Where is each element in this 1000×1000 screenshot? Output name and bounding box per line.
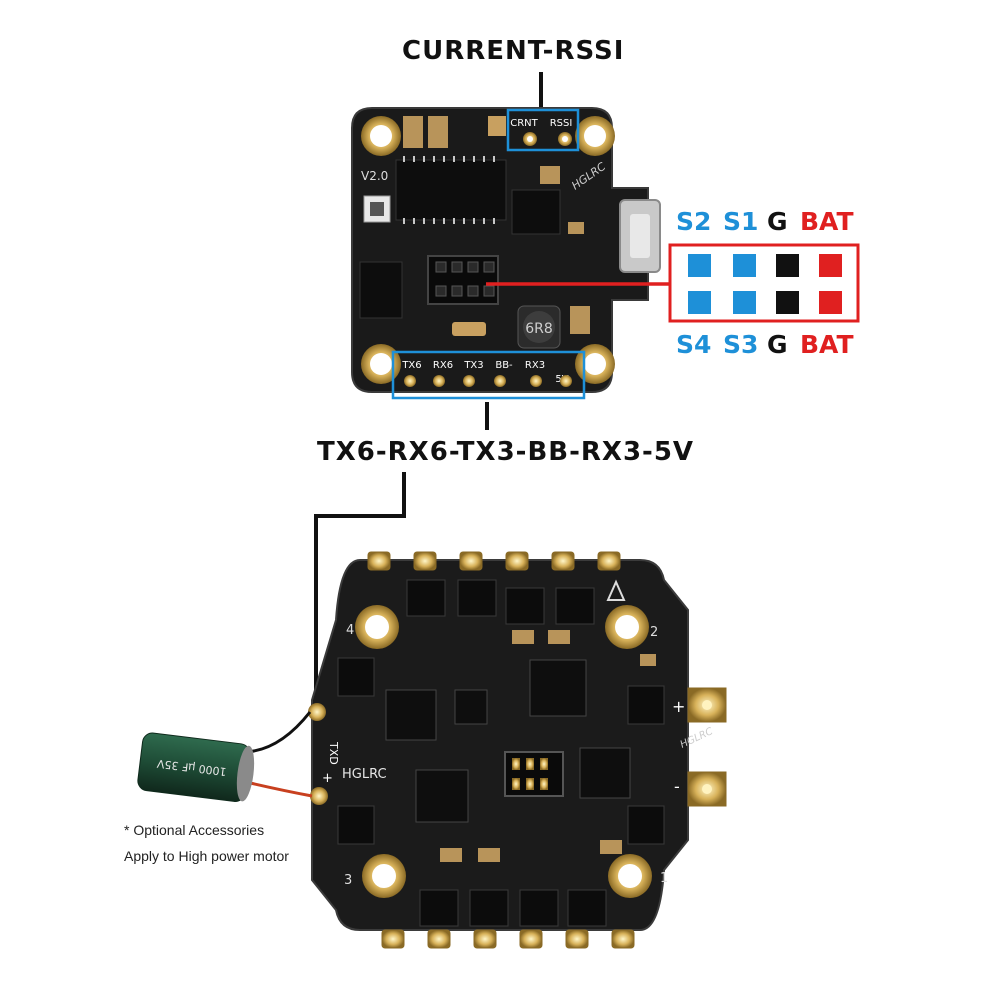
- battery-plus-label: +: [672, 697, 685, 716]
- pad-label-rx3: RX3: [525, 360, 545, 371]
- flight-controller-board: 6R8 V2.0 HGLRC CRNT RSSI TX6 RX6 TX3 BB-…: [351, 107, 661, 400]
- motor-number-3: 3: [344, 873, 352, 888]
- pin-label-s1: S1: [723, 207, 759, 236]
- motor-number-4: 4: [346, 623, 354, 638]
- pad-label-bb: BB-: [495, 360, 513, 371]
- esc-board: 4 2 3 1: [308, 551, 727, 949]
- uart-pads-title: TX6-RX6-TX3-BB-RX3-5V: [317, 437, 695, 467]
- pin-label-bat-bottom: BAT: [800, 330, 854, 359]
- pin-label-s3: S3: [723, 330, 759, 359]
- pad-label-rx6: RX6: [433, 360, 453, 371]
- battery-minus-label: -: [674, 777, 680, 796]
- esc-cap-plus-label: +: [322, 771, 333, 786]
- pin-label-g-top: G: [767, 207, 788, 236]
- motor-number-2: 2: [650, 625, 658, 640]
- capacitor: 1000 µF 35V: [137, 732, 255, 802]
- txd-wire: [314, 472, 406, 706]
- fc-version-label: V2.0: [361, 169, 388, 183]
- capacitor-wire-black: [245, 711, 312, 754]
- connector-top-labels: S2 S1 G BAT: [672, 207, 862, 241]
- pad-label-crnt: CRNT: [510, 118, 538, 129]
- optional-note-line1: * Optional Accessories: [124, 822, 265, 838]
- pin-label-s4: S4: [676, 330, 712, 359]
- pin-label-g-bottom: G: [767, 330, 788, 359]
- pin-label-s2: S2: [676, 207, 712, 236]
- connector-bottom-labels: S4 S3 G BAT: [672, 330, 862, 364]
- motor-number-1: 1: [660, 871, 668, 886]
- pad-label-tx6: TX6: [401, 360, 421, 371]
- pad-label-rssi: RSSI: [550, 118, 573, 129]
- inductor-label: 6R8: [525, 321, 553, 337]
- pin-label-bat-top: BAT: [800, 207, 854, 236]
- capacitor-wire-red: [245, 780, 313, 798]
- esc-brand-label: HGLRC: [342, 767, 387, 782]
- esc-txd-label: TXD: [327, 741, 340, 765]
- pad-label-tx3: TX3: [463, 360, 483, 371]
- optional-note-line2: Apply to High power motor: [124, 848, 289, 864]
- connector-pinout-box: [668, 243, 860, 323]
- current-rssi-title: CURRENT-RSSI: [402, 36, 625, 66]
